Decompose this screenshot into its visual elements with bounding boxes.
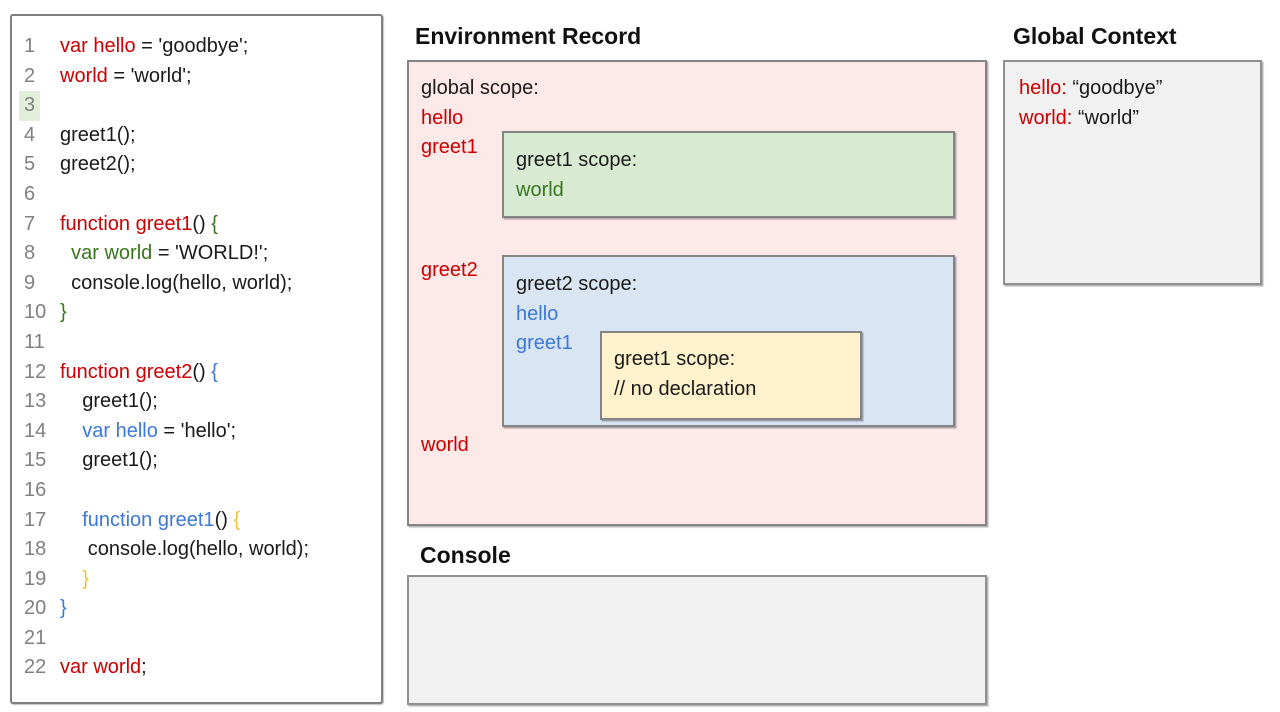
- code-line-text: var world;: [60, 656, 147, 679]
- greet1-scope-box: greet1 scope: world: [502, 131, 955, 218]
- line-number: 5: [24, 153, 36, 176]
- code-line-text: [60, 180, 381, 210]
- global-scope-box: global scope: hello greet1 greet2 world …: [407, 60, 987, 526]
- code-line-text: greet2();: [60, 153, 136, 176]
- code-line: 14 var hello = 'hello';: [24, 417, 381, 447]
- global-var-world: world: [421, 434, 469, 456]
- code-line: 6: [24, 180, 381, 210]
- code-line: 15 greet1();: [24, 446, 381, 476]
- code-line: 13 greet1();: [24, 387, 381, 417]
- global-context-hello-value: “goodbye”: [1066, 77, 1163, 99]
- line-number: 11: [24, 330, 45, 353]
- greet2-scope-var-hello: hello: [516, 302, 559, 325]
- code-line: 22 var world;: [24, 653, 381, 683]
- code-line-text: greet1();: [60, 449, 158, 472]
- line-number: 6: [24, 182, 36, 205]
- code-line: 4 greet1();: [24, 121, 381, 151]
- inner-greet1-scope-box: greet1 scope: // no declaration: [600, 331, 862, 420]
- code-line: 19 }: [24, 565, 381, 595]
- code-line: 18 console.log(hello, world);: [24, 535, 381, 565]
- line-number: 20: [24, 597, 47, 620]
- global-context-world-value: “world”: [1072, 106, 1140, 129]
- code-line: 10}: [24, 298, 381, 328]
- code-line-text: [60, 328, 381, 358]
- code-lines: 1 var hello = 'goodbye'; 2 world = 'world';…: [19, 32, 381, 683]
- code-line-text: console.log(hello, world);: [60, 538, 310, 561]
- line-number: 4: [24, 123, 36, 146]
- greet2-scope-box: greet2 scope: hello greet1 greet1 scope:…: [502, 255, 955, 427]
- code-line-text: var world = 'WORLD!';: [71, 242, 269, 265]
- greet2-scope-var-greet1: greet1: [516, 332, 573, 355]
- line-number: 7: [24, 212, 36, 235]
- code-line-text: function greet1() {: [60, 212, 218, 235]
- code-line-text: function greet2() {: [60, 360, 218, 383]
- line-number: 12: [24, 360, 47, 383]
- code-line: 21: [24, 624, 381, 654]
- code-line-text: }: [60, 301, 67, 324]
- code-line-text: world = 'world';: [60, 64, 192, 87]
- inner-greet1-scope-comment: // no declaration: [614, 377, 757, 400]
- global-context-title: Global Context: [1013, 23, 1177, 49]
- code-line-text: [60, 624, 381, 654]
- code-line: 1 var hello = 'goodbye';: [24, 32, 381, 62]
- code-line: 2 world = 'world';: [24, 62, 381, 92]
- code-line-text: }: [82, 567, 89, 590]
- code-line: 17 function greet1() {: [24, 506, 381, 536]
- line-number: 14: [24, 419, 47, 442]
- line-number: 18: [24, 538, 47, 561]
- code-line: 11: [24, 328, 381, 358]
- code-line: 7 function greet1() {: [24, 210, 381, 240]
- inner-greet1-scope-label: greet1 scope:: [614, 348, 736, 370]
- code-line: 20}: [24, 594, 381, 624]
- greet1-scope-var-world: world: [516, 178, 564, 201]
- global-context-entry-hello: hello: “goodbye”: [1019, 74, 1246, 104]
- line-number: 3: [19, 91, 60, 121]
- code-line: 8 var world = 'WORLD!';: [24, 239, 381, 269]
- global-scope-label: global scope:: [421, 77, 539, 99]
- line-number: 1: [24, 35, 36, 57]
- code-editor-panel: 1 var hello = 'goodbye'; 2 world = 'world';…: [10, 14, 383, 704]
- console-title: Console: [420, 542, 511, 568]
- line-number: 21: [24, 626, 47, 649]
- code-line: 3: [19, 91, 381, 121]
- line-number: 10: [24, 301, 47, 324]
- line-number: 16: [24, 478, 47, 501]
- code-line-text: var hello = 'hello';: [82, 419, 237, 442]
- global-var-hello: hello: [421, 107, 464, 129]
- environment-record-title: Environment Record: [415, 23, 642, 49]
- code-line: 5 greet2();: [24, 150, 381, 180]
- global-context-world-name: world:: [1019, 106, 1073, 129]
- code-line-text: greet1();: [60, 123, 136, 146]
- global-context-hello-name: hello:: [1019, 77, 1067, 99]
- line-number: 17: [24, 508, 47, 531]
- line-number: 22: [24, 656, 47, 679]
- line-number: 2: [24, 64, 36, 87]
- greet2-scope-label: greet2 scope:: [516, 273, 638, 295]
- code-line-text: var hello = 'goodbye';: [60, 35, 249, 57]
- greet1-scope-label: greet1 scope:: [516, 149, 638, 171]
- code-line: 16: [24, 476, 381, 506]
- code-line-text: [60, 91, 381, 121]
- global-context-entry-world: world: “world”: [1019, 104, 1246, 134]
- code-line-text: [60, 476, 381, 506]
- line-number: 9: [24, 271, 36, 294]
- global-var-greet2: greet2: [421, 259, 478, 281]
- console-output-box: [407, 575, 987, 705]
- code-line-text: greet1();: [60, 390, 158, 413]
- line-number: 19: [24, 567, 47, 590]
- line-number: 13: [24, 390, 47, 413]
- global-var-greet1: greet1: [421, 136, 478, 158]
- global-context-box: hello: “goodbye” world: “world”: [1003, 60, 1262, 285]
- line-number: 15: [24, 449, 47, 472]
- line-number: 8: [24, 242, 36, 265]
- code-line: 9 console.log(hello, world);: [24, 269, 381, 299]
- code-line: 12 function greet2() {: [24, 358, 381, 388]
- code-line-text: }: [60, 597, 67, 620]
- code-line-text: console.log(hello, world);: [60, 271, 293, 294]
- code-line-text: function greet1() {: [82, 508, 241, 531]
